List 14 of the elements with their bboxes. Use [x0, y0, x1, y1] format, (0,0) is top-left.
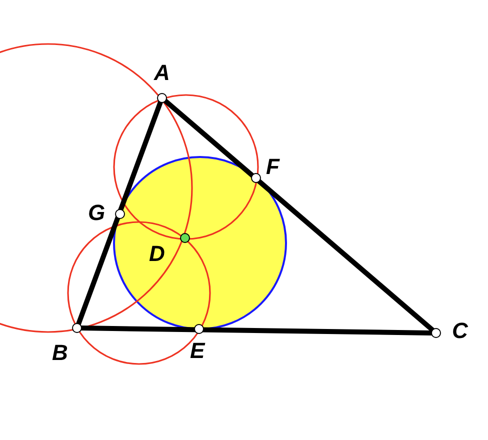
triangle-side	[76, 99, 164, 327]
point-marker	[157, 93, 167, 103]
point-label: D	[149, 243, 165, 265]
triangle-side	[162, 98, 436, 333]
point-marker	[72, 323, 82, 333]
point-label: C	[452, 320, 468, 342]
point-label: G	[88, 202, 106, 224]
point-label: F	[266, 156, 280, 178]
point-label: A	[154, 62, 170, 84]
point-label: B	[52, 342, 68, 364]
point-marker	[115, 209, 125, 219]
point-marker	[431, 328, 441, 338]
point-marker	[194, 324, 204, 334]
point-label: E	[190, 340, 205, 362]
